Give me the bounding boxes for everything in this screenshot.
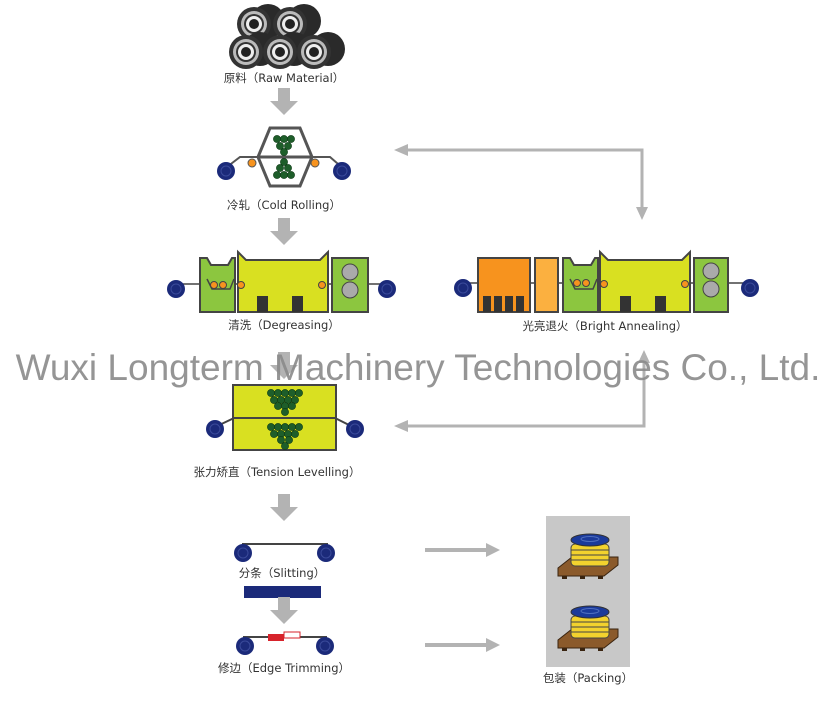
slitting-icon	[233, 543, 336, 563]
feedback-arrow-to-annealing	[394, 144, 648, 220]
step-label-cold-rolling: 冷轧（Cold Rolling）	[227, 198, 341, 212]
step-label-slitting: 分条（Slitting）	[239, 566, 326, 580]
raw-material-coils-icon	[229, 4, 345, 69]
tension-leveller-icon	[205, 384, 365, 451]
step-label-bright-annealing: 光亮退火（Bright Annealing）	[522, 319, 687, 333]
arrow-down-icon	[270, 494, 298, 521]
step-label-packing: 包装（Packing）	[543, 671, 633, 685]
degreasing-line-icon	[166, 249, 397, 313]
packing-icon	[546, 516, 630, 667]
step-label-tension-levelling: 张力矫直（Tension Levelling）	[194, 465, 361, 479]
feedback-arrow-to-levelling	[394, 350, 650, 432]
strip-bar	[244, 586, 321, 598]
bright-annealing-line-icon	[453, 249, 760, 313]
cold-rolling-mill-icon	[216, 126, 352, 188]
company-watermark: Wuxi Longterm Machinery Technologies Co.…	[16, 347, 821, 388]
arrow-down-icon	[270, 597, 298, 624]
arrow-down-icon	[270, 218, 298, 245]
edge-trimming-icon	[235, 631, 335, 656]
arrow-right-icon	[425, 543, 500, 557]
arrow-down-icon	[270, 88, 298, 115]
arrow-right-icon	[425, 638, 500, 652]
step-label-edge-trimming: 修边（Edge Trimming）	[218, 661, 350, 675]
step-label-raw-material: 原料（Raw Material）	[224, 71, 345, 85]
step-label-degreasing: 清洗（Degreasing）	[228, 318, 340, 332]
